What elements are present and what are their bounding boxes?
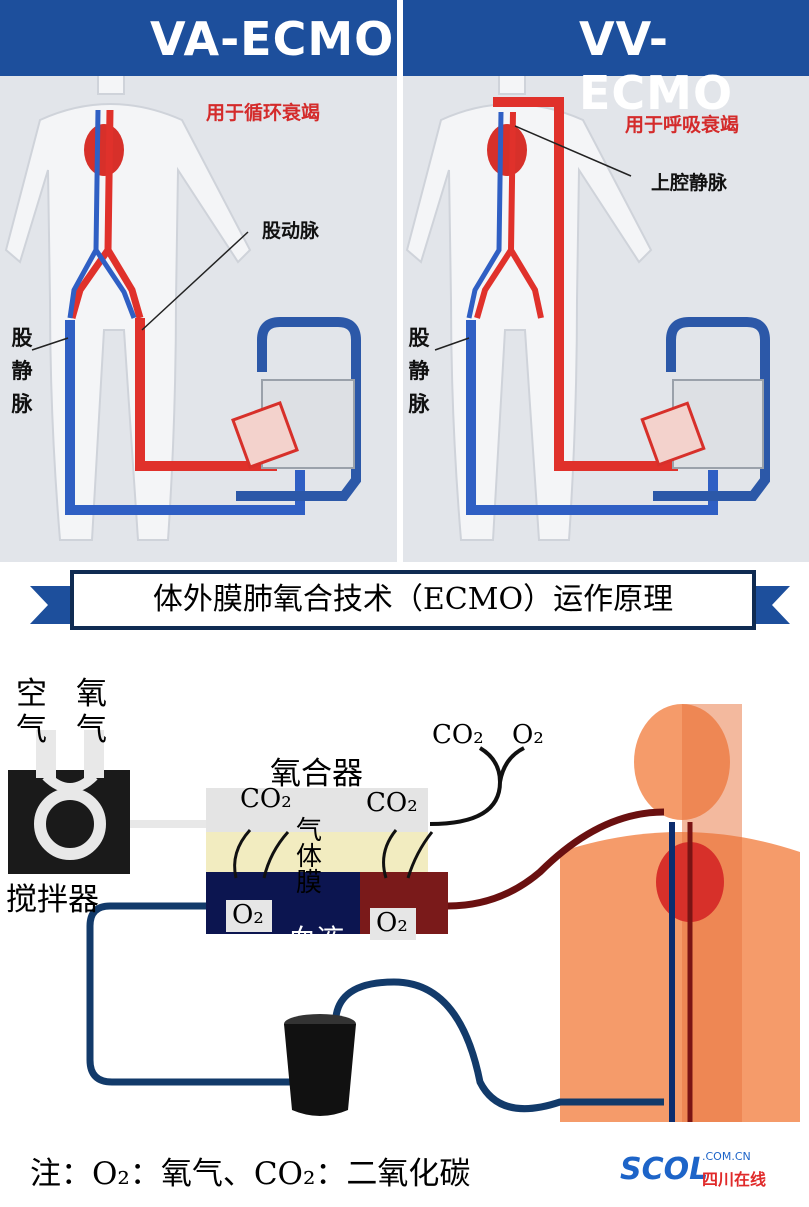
va-body-silhouette [4,7,252,541]
membrane-char: 体 [296,842,323,872]
membrane-char: 气 [296,816,323,846]
va-aorta [68,109,114,319]
air-label-char: 气 [16,712,47,748]
vv-vein-char: 脉 [408,392,430,416]
oxygenator-label: 氧合器 [270,756,363,792]
principle-illustration [8,586,800,1122]
vv-aorta [474,111,516,319]
vv-ecmo-machine [640,317,770,501]
vv-heart-icon [487,124,527,176]
exhaust-branch [498,746,525,783]
va-artery-label: 股动脉 [262,220,320,242]
va-venous-cannula-line [65,320,305,515]
va-vein-char: 脉 [11,392,33,416]
scol-logo: SCOL .COM.CN 四川在线 [620,1150,766,1189]
venous-drainage-line [331,978,664,1113]
oxygen-label-char: 气 [76,712,107,748]
va-vein-pointer [31,337,69,351]
vv-title: VV-ECMO [579,12,734,120]
vv-title-banner: VV-ECMO [403,0,809,120]
va-vein-branch [93,248,137,319]
va-title-banner: VA-ECMO [0,0,397,76]
ribbon-left [30,586,72,624]
blood-return-line [447,808,665,910]
vv-artery-branch [508,248,544,319]
logo-domain: .COM.CN [702,1150,751,1163]
o2-right-label: O₂ [376,908,408,938]
va-artery-branch [104,248,144,319]
va-body-illustration [4,7,361,541]
patient-body [560,704,800,1122]
blood-label: 血液 [288,923,345,956]
footnote: 注：O₂：氧气、CO₂：二氧化碳 [30,1156,471,1192]
co2-right-label: CO₂ [366,788,418,818]
vv-svc-pointer [514,125,632,177]
logo-name: 四川在线 [702,1170,767,1189]
exhaust-co2-label: CO₂ [432,720,484,750]
va-vena-cava [67,109,101,319]
membrane-label: 气 体 膜 [296,818,326,896]
va-title: VA-ECMO [150,12,395,66]
vv-drainage-line [466,320,718,515]
ecmo-principle-diagram: 体外膜肺氧合技术（ECMO）运作原理 空 气 氧 气 搅拌器 氧合器 CO₂ C… [0,562,809,1207]
mixer-label: 搅拌器 [6,882,99,918]
vv-vein-char: 静 [408,359,430,383]
principle-title: 体外膜肺氧合技术（ECMO）运作原理 [70,570,756,630]
oxygen-label-char: 氧 [76,676,107,712]
exhaust-line [429,746,503,826]
va-subtitle: 用于循环衰竭 [206,102,321,124]
co2-left-label: CO₂ [240,784,292,814]
vv-ecmo-panel: VV-ECMO 用于呼吸衰竭 上腔静脉 股 静 脉 [403,0,809,562]
va-artery-pointer [141,231,249,331]
va-heart-icon [84,124,124,176]
o2-left-label: O₂ [232,900,264,930]
vv-svc-label: 上腔静脉 [651,172,728,194]
air-label-char: 空 [16,676,47,712]
vv-vena-cava [466,111,504,319]
ribbon-right [748,586,790,624]
gas-mixer [8,730,130,874]
va-ecmo-panel: VA-ECMO 用于循环衰竭 股动脉 股 静 脉 [0,0,397,562]
blood-pump [284,1014,356,1116]
vv-vein-char: 股 [408,326,430,350]
va-vein-char: 静 [11,359,33,383]
membrane-char: 膜 [296,868,323,898]
logo-brand: SCOL [620,1152,709,1187]
oxygenator [206,788,448,940]
va-ecmo-machine [231,317,361,501]
blood-to-oxygenator-line [86,902,296,1086]
exhaust-o2-label: O₂ [512,720,544,750]
va-vein-char: 股 [11,326,33,350]
vv-subtitle: 用于呼吸衰竭 [625,114,740,136]
vv-vein-pointer [434,337,470,351]
